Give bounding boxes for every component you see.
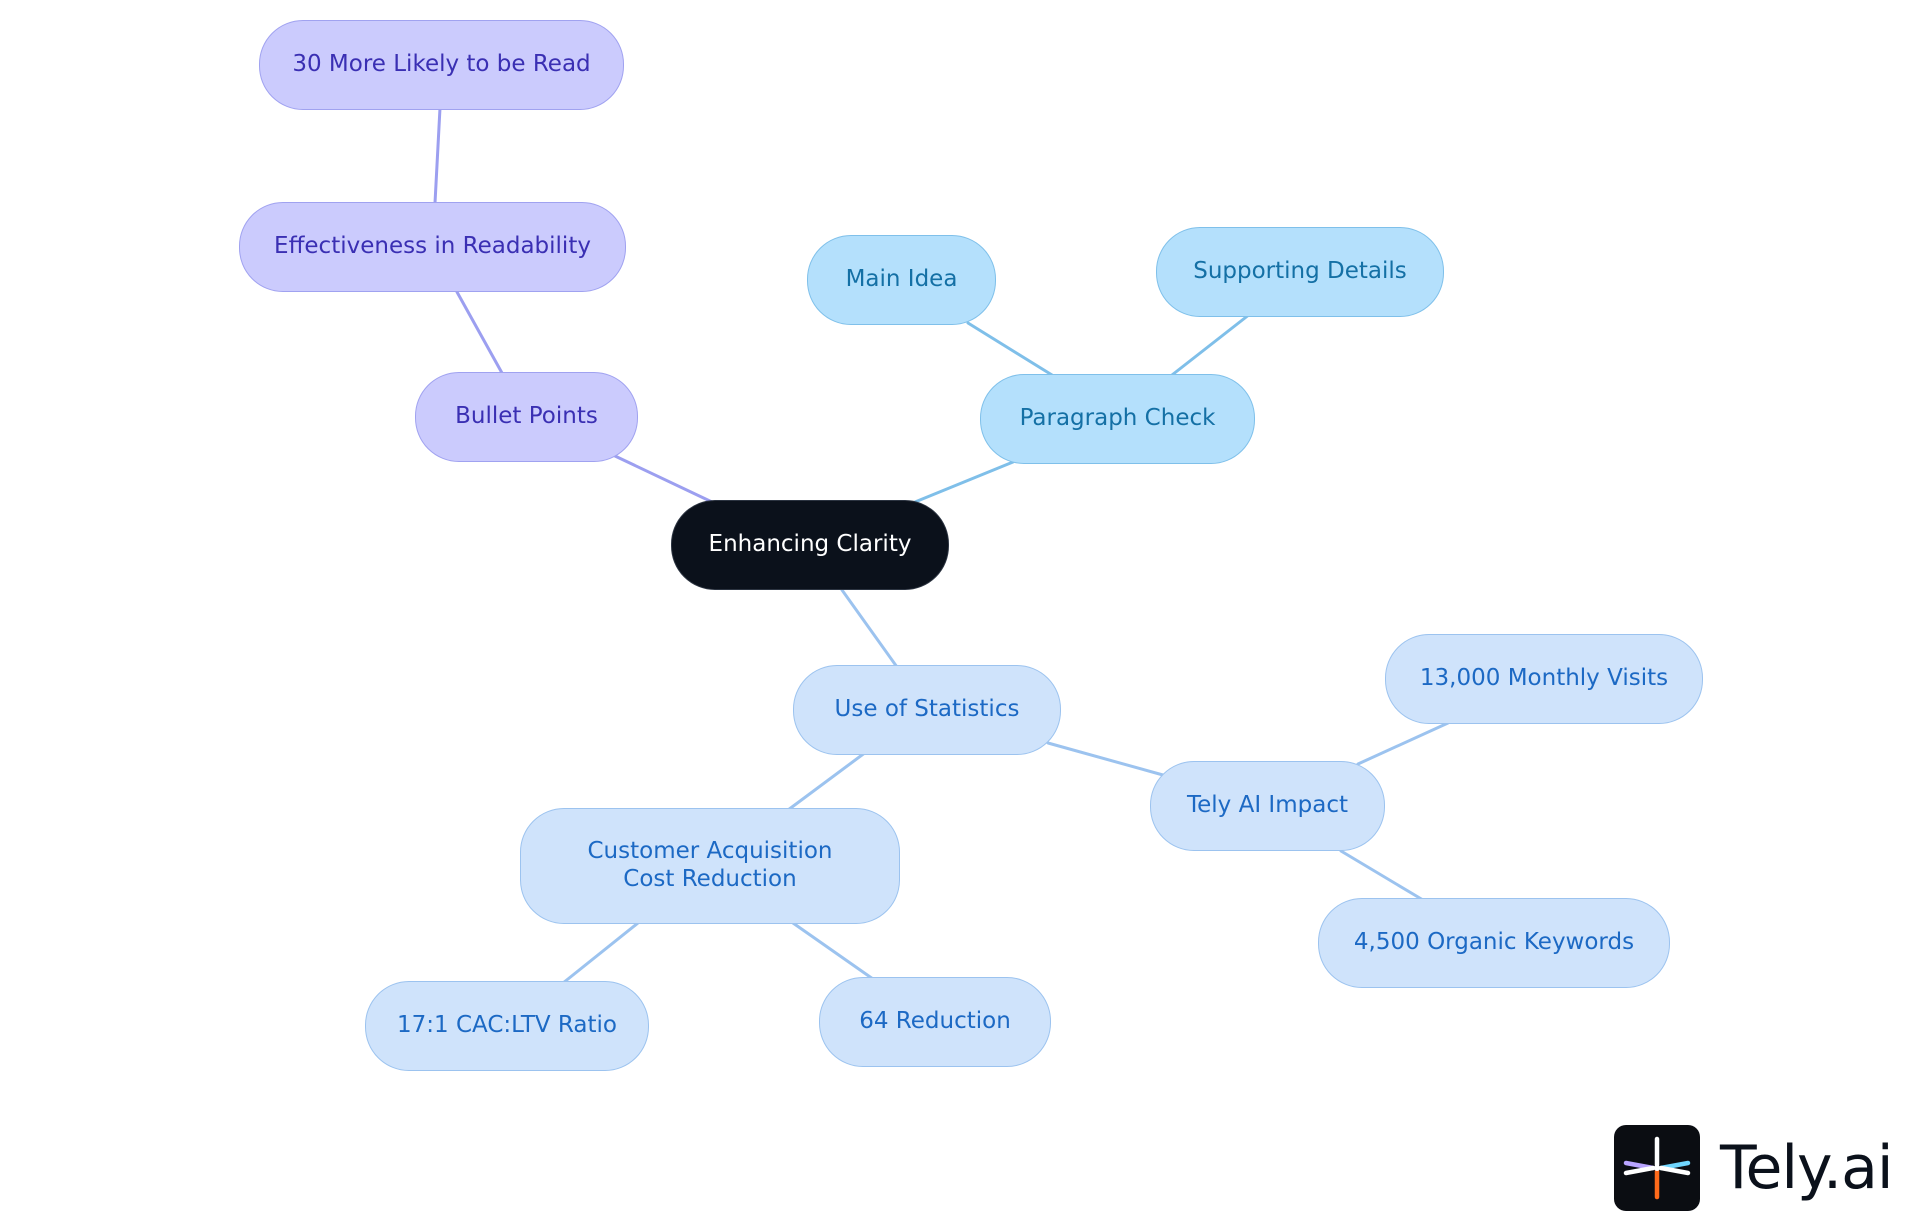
- node-4500-organic-keywords: 4,500 Organic Keywords: [1318, 898, 1670, 988]
- node-13000-monthly-visits: 13,000 Monthly Visits: [1385, 634, 1703, 724]
- edge-statistics-tely: [1046, 741, 1165, 777]
- node-30-more-likely-to-be-read: 30 More Likely to be Read: [259, 20, 624, 110]
- tely-logo: Tely.ai: [1614, 1125, 1894, 1211]
- edge-cac-reduction-64: [791, 921, 875, 981]
- node-64-reduction: 64 Reduction: [819, 977, 1051, 1067]
- brand-name: Tely.ai: [1720, 1133, 1894, 1203]
- edge-effectiveness-read-likelihood: [433, 106, 442, 205]
- edge-statistics-cac: [786, 750, 868, 812]
- edge-root-paragraph-check: [913, 460, 1015, 504]
- node-effectiveness-in-readability: Effectiveness in Readability: [239, 202, 626, 292]
- edge-root-bullet-points: [613, 454, 714, 504]
- node-paragraph-check: Paragraph Check: [980, 374, 1255, 464]
- edge-root-statistics: [840, 588, 899, 669]
- edge-tely-visits: [1356, 721, 1450, 766]
- node-enhancing-clarity: Enhancing Clarity: [671, 500, 949, 590]
- node-bullet-points: Bullet Points: [415, 372, 638, 462]
- node-17-1-cac-ltv-ratio: 17:1 CAC:LTV Ratio: [365, 981, 649, 1071]
- edge-paragraph-supporting-details: [1170, 312, 1252, 377]
- edge-cac-ratio: [561, 921, 640, 985]
- edge-bullet-points-effectiveness: [455, 290, 504, 375]
- node-tely-ai-impact: Tely AI Impact: [1150, 761, 1385, 851]
- tely-spark-icon: [1614, 1125, 1700, 1211]
- edge-tely-keywords: [1339, 849, 1425, 902]
- node-customer-acquisition-cost-reduction: Customer Acquisition Cost Reduction: [520, 808, 900, 924]
- node-main-idea: Main Idea: [807, 235, 996, 325]
- edge-paragraph-main-idea: [966, 321, 1054, 377]
- node-supporting-details: Supporting Details: [1156, 227, 1444, 317]
- node-use-of-statistics: Use of Statistics: [793, 665, 1061, 755]
